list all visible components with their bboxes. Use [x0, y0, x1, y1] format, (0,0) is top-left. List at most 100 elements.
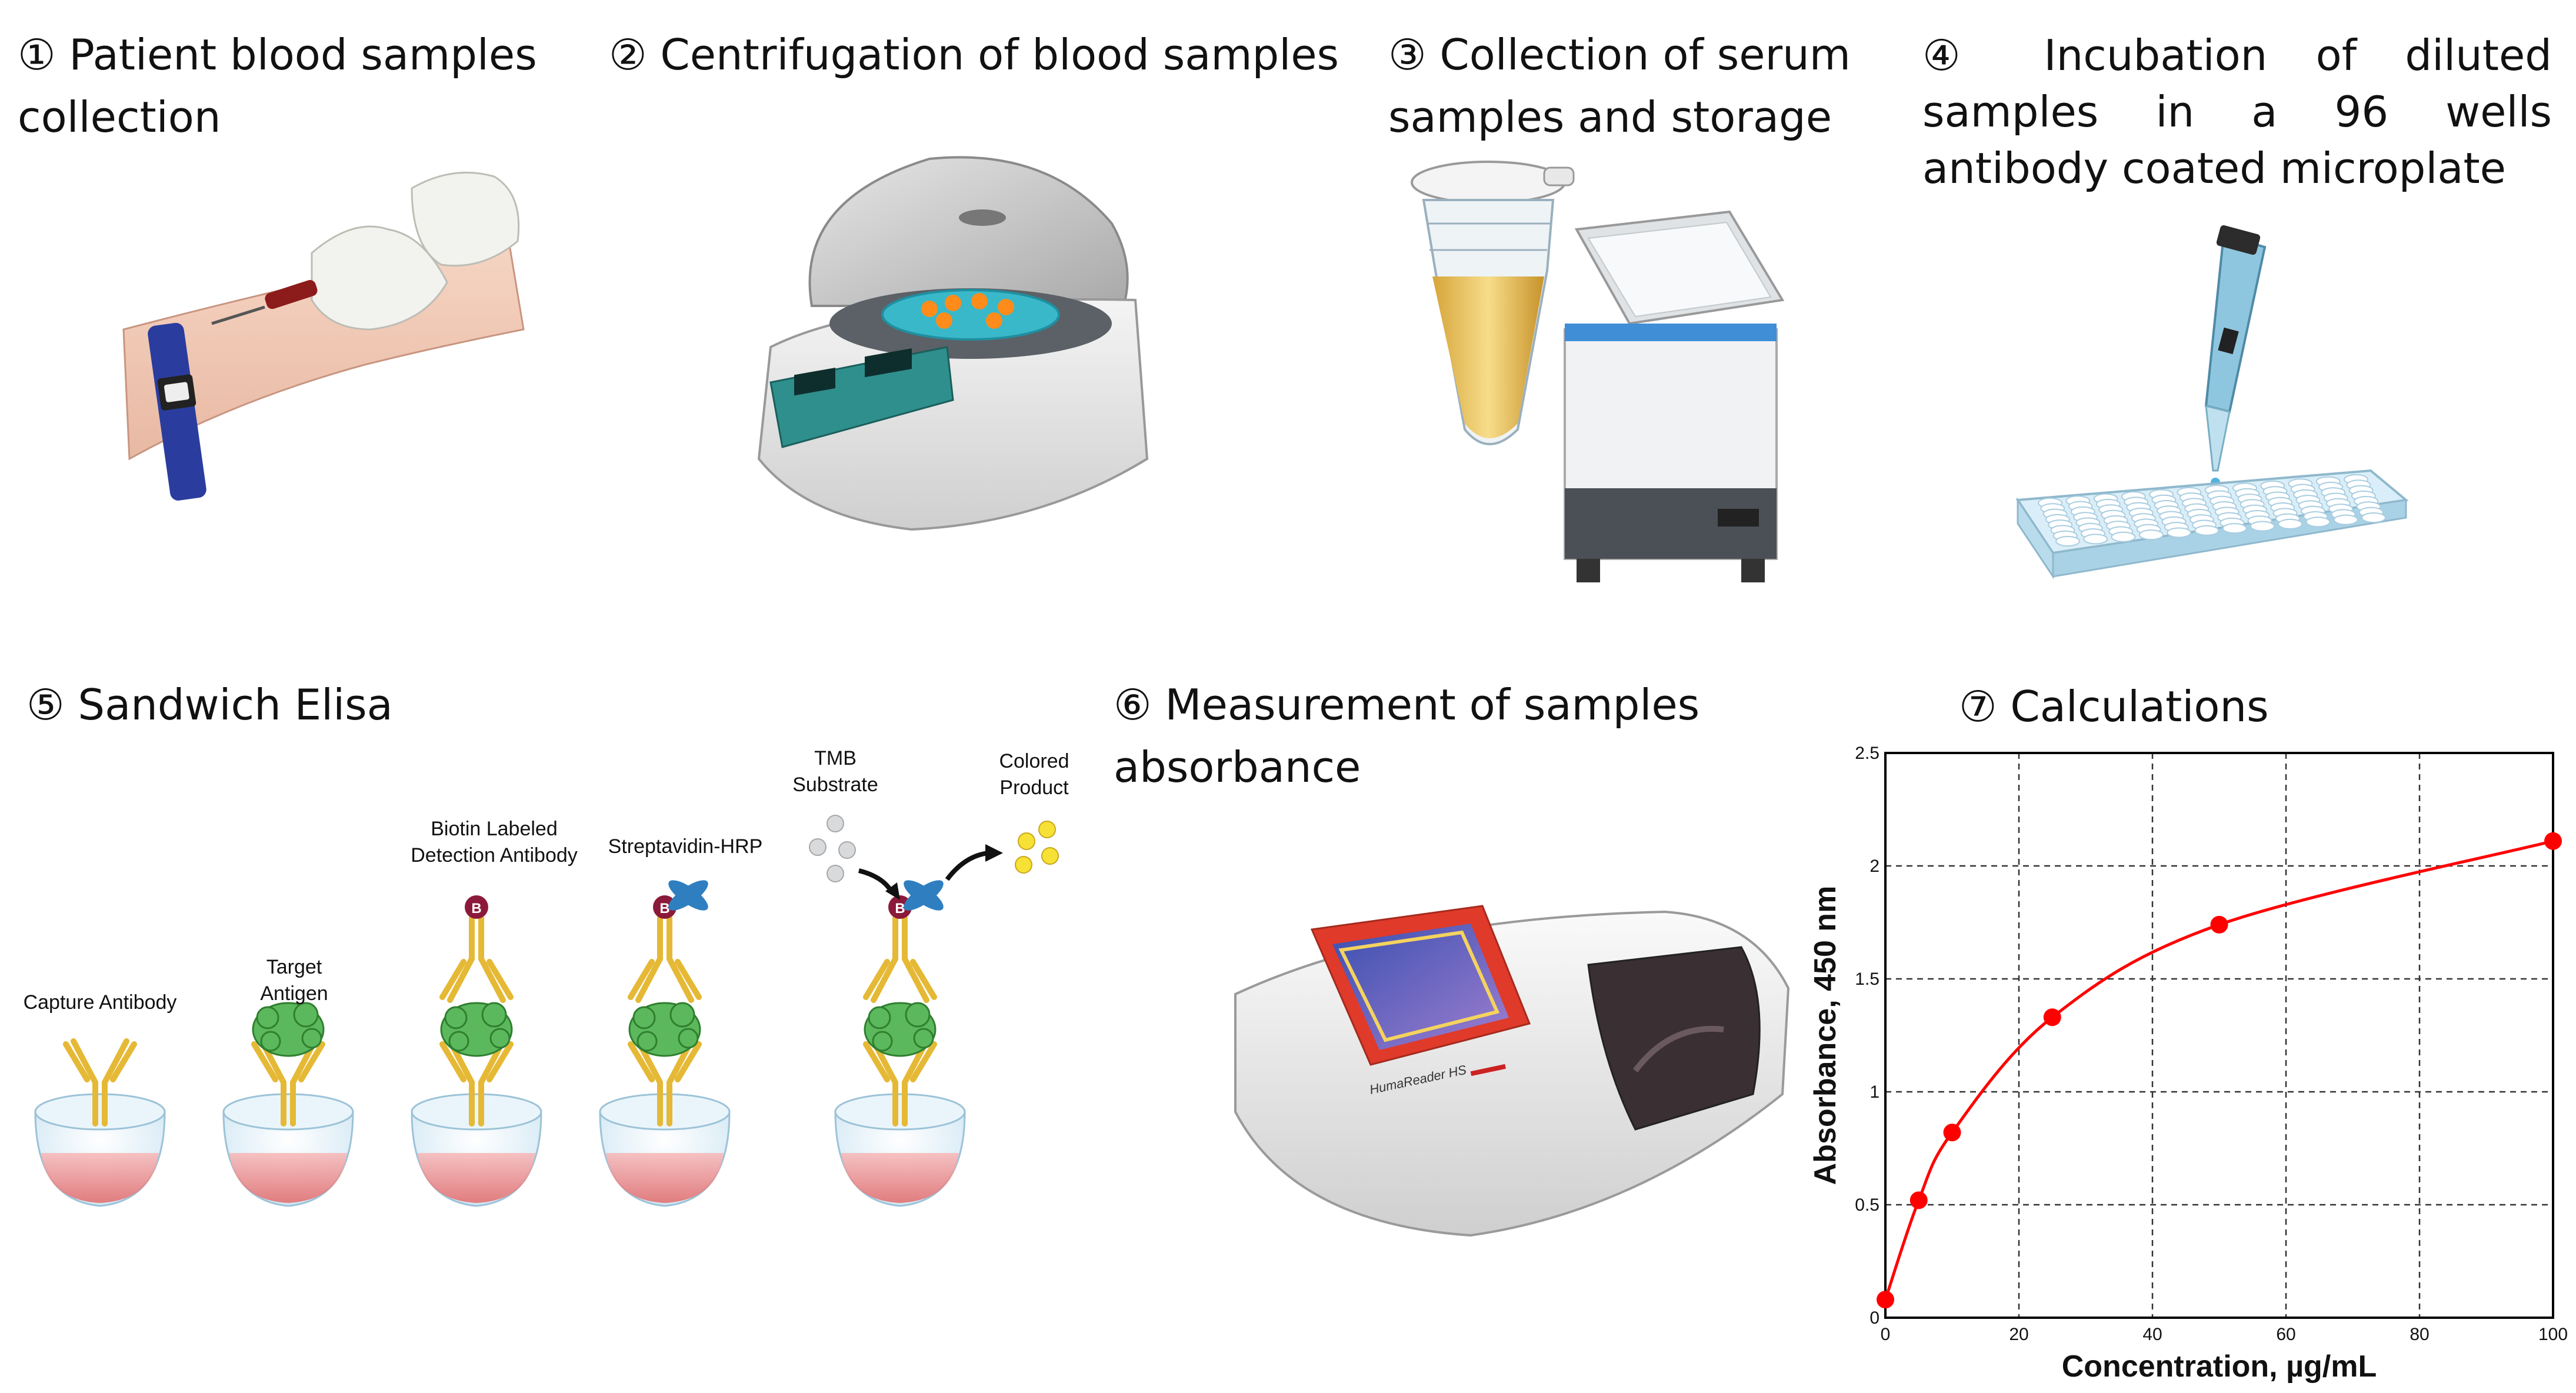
data-point [1877, 1291, 1894, 1309]
antigen-2 [252, 1002, 325, 1057]
chart-frame [1884, 752, 2554, 1319]
arrow-substrate [858, 868, 894, 893]
pipette [2204, 225, 2267, 487]
plate-well [2055, 536, 2080, 546]
step5-caption: ⑤ Sandwich Elisa [26, 674, 393, 736]
label-target-line1: Target [266, 956, 322, 978]
antigen-3 [440, 1002, 513, 1057]
label-colored-line2: Product [999, 777, 1069, 799]
y-tick-label: 2.5 [1855, 744, 1879, 763]
step1-line1: ① Patient blood samples [18, 30, 537, 79]
step6-caption: ⑥ Measurement of samples absorbance [1114, 674, 1699, 798]
vacutainer-tube [265, 279, 318, 309]
label-streptavidin: Streptavidin-HRP [608, 835, 763, 858]
tmb-substrate-dots [809, 815, 856, 882]
detection-antibody-4 [631, 918, 699, 1000]
gloved-hand-2 [411, 171, 520, 267]
centrifuge-lid [808, 156, 1129, 307]
label-target-line2: Antigen [260, 982, 328, 1005]
display-right [865, 348, 912, 378]
step2-line1: ② Centrifugation of blood samples [609, 30, 1339, 79]
serum-storage-illustration [1411, 161, 1785, 582]
step4-line1: ④ Incubation of diluted [1922, 31, 2552, 80]
plate-well [2333, 514, 2358, 525]
needle [211, 305, 265, 325]
display-left [794, 368, 835, 396]
tourniquet [148, 322, 206, 501]
label-biotin-line2: Detection Antibody [411, 844, 578, 867]
data-point [2210, 915, 2228, 934]
label-capture-antibody: Capture Antibody [24, 991, 177, 1014]
svg-text:B: B [471, 901, 481, 917]
y-tick-label: 1.5 [1855, 969, 1879, 989]
label-colored-line1: Colored [999, 750, 1069, 772]
detection-antibody-5 [866, 918, 934, 1000]
step5-line1: ⑤ Sandwich Elisa [26, 680, 393, 729]
antigen-4 [628, 1002, 701, 1057]
plate-well [2250, 521, 2275, 532]
sandwich-elisa-illustration: B B B Capture Antibody Target Antigen Bi… [24, 747, 1069, 1207]
hrp-5 [899, 875, 948, 916]
label-tmb-line1: TMB [814, 747, 857, 769]
eppendorf-tube [1411, 161, 1575, 445]
colored-product-dots [1015, 821, 1059, 874]
calibration-curve [1884, 839, 2554, 1301]
centrifuge-illustration [757, 156, 1149, 531]
sample-tubes [921, 293, 1014, 329]
y-tick-label: 0 [1869, 1308, 1879, 1328]
arrow-product [945, 851, 989, 881]
step6-line2: absorbance [1114, 742, 1361, 792]
elisa-well-5 [834, 1093, 966, 1207]
plate-well [2361, 512, 2386, 523]
label-biotin-line1: Biotin Labeled [431, 818, 558, 840]
data-point [1909, 1191, 1928, 1209]
calibration-points [1877, 832, 2562, 1309]
x-tick-label: 100 [2538, 1325, 2568, 1344]
x-axis-label: Concentration, µg/mL [2062, 1349, 2377, 1384]
x-tick-label: 20 [2009, 1325, 2028, 1344]
plate-well [2111, 531, 2136, 542]
rotor [881, 289, 1060, 341]
step2-caption: ② Centrifugation of blood samples [609, 24, 1339, 86]
y-tick-label: 2 [1869, 857, 1879, 876]
y-tick-label: 0.5 [1855, 1195, 1879, 1215]
elisa-well-4 [599, 1093, 731, 1207]
y-axis-label: Absorbance, 450 nm [1808, 886, 1842, 1185]
x-tick-label: 40 [2142, 1325, 2162, 1344]
step1-line2: collection [18, 92, 221, 142]
x-tick-label: 0 [1881, 1325, 1891, 1344]
x-tick-label: 60 [2276, 1325, 2295, 1344]
data-point [2544, 832, 2562, 850]
step4-line3: antibody coated microplate [1922, 144, 2506, 193]
biotin-3: B [465, 895, 488, 919]
blood-draw-illustration [122, 171, 525, 501]
step3-line2: samples and storage [1388, 92, 1832, 142]
label-tmb-line2: Substrate [792, 774, 878, 796]
step7-line1: ⑦ Calculations [1959, 682, 2269, 731]
plate-well [2167, 527, 2192, 538]
serum-liquid [1432, 276, 1544, 438]
svg-text:B: B [659, 901, 669, 917]
96-well-plate [2015, 469, 2409, 579]
plate-well [2138, 529, 2164, 541]
hrp-4 [664, 875, 712, 916]
plate-well [2222, 523, 2247, 534]
elisa-well-1 [34, 1093, 166, 1207]
plate-well [2305, 516, 2331, 528]
chart-grid [1885, 753, 2553, 1318]
gloved-hand-1 [311, 225, 448, 331]
y-tick-label: 1 [1869, 1082, 1879, 1102]
plate-well [2083, 534, 2108, 545]
step7-caption: ⑦ Calculations [1959, 675, 2269, 738]
svg-text:B: B [895, 901, 905, 917]
step4-caption: ④ Incubation of diluted samples in a 96 … [1922, 27, 2552, 196]
data-point [1943, 1124, 1961, 1142]
freezer [1564, 210, 1785, 582]
plate-reader-illustration: HumaReader HS [1234, 905, 1790, 1237]
step1-caption: ① Patient blood samples collection [18, 24, 537, 148]
data-point [2043, 1008, 2061, 1027]
step3-caption: ③ Collection of serum samples and storag… [1388, 24, 1851, 148]
microplate-illustration [2015, 225, 2409, 579]
